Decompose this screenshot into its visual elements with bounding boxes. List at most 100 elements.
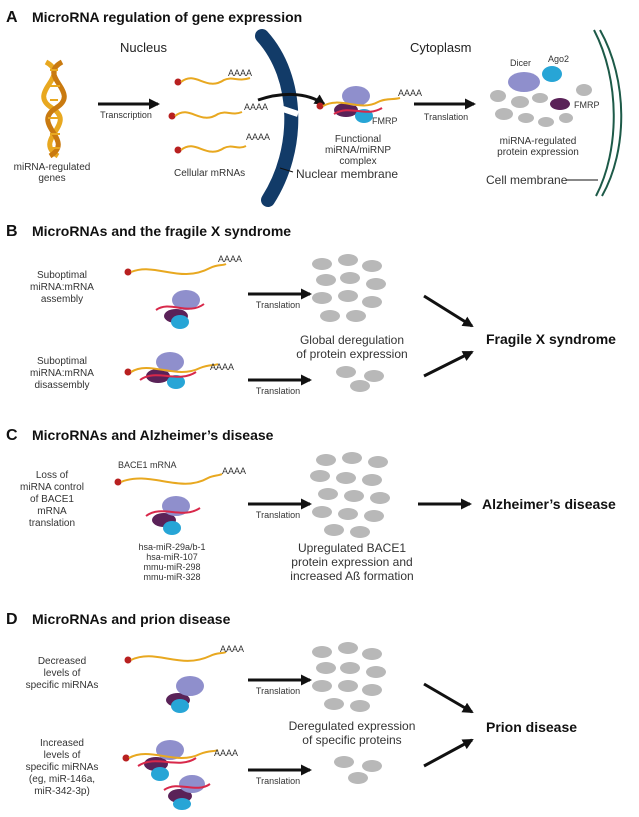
dicer-label: Dicer [510,58,531,68]
mrna-strand-icon [174,145,247,154]
c-middle-line1: Upregulated BACE1 [298,541,406,555]
polya-label-d2: AAAA [214,748,238,758]
fmrp-label-a1: FMRP [372,116,398,126]
b-row1-line3: assembly [41,294,83,305]
polya-label-c: AAAA [222,466,246,476]
ago2-label: Ago2 [548,54,569,64]
gene-label-line1: miRNA-regulated [14,162,91,173]
protein-blob-cluster-d1 [312,642,386,712]
polya-label-b1: AAAA [218,254,242,264]
c-left-line2: miRNA control [20,482,84,493]
panel-b-title: MicroRNAs and the fragile X syndrome [32,223,291,239]
c-middle-line3: increased Aß formation [290,569,413,583]
bace1-mrna-label: BACE1 mRNA [118,460,177,470]
complex-label-line1: Functional [335,134,381,145]
panel-a-title: MicroRNA regulation of gene expression [32,9,302,25]
translation-label-c: Translation [256,510,300,520]
d-row2-line5: miR-342-3p) [34,786,90,797]
mrna-strand-icon [168,111,243,120]
panel-c-title: MicroRNAs and Alzheimer’s disease [32,427,274,443]
mirna-4: mmu-miR-328 [143,572,200,582]
polya-label-b2: AAAA [210,362,234,372]
panel-a-letter: A [6,9,18,26]
mrna-strand-icon [124,263,227,276]
panel-d-letter: D [6,611,18,628]
ago2-protein [542,66,562,82]
d-row2-line4: (eg, miR-146a, [29,774,95,785]
mirnp-complex-icon [145,496,201,535]
c-left-line3: of BACE1 [30,494,74,505]
d-converge-arrow-top [423,682,474,714]
d-outcome: Prion disease [486,719,577,735]
mirna-3: mmu-miR-298 [143,562,200,572]
translation-label-b2: Translation [256,386,300,396]
d-row1-line1: Decreased [38,656,86,667]
b-middle-line1: Global deregulation [300,333,404,347]
b-converge-arrow-top [423,294,474,328]
protein-blob-cluster-b1 [312,254,386,322]
nuclear-membrane-label: Nuclear membrane [296,167,398,181]
d-middle-line2: of specific proteins [302,733,401,747]
dna-helix-icon [41,59,67,159]
b-row2-line3: disassembly [34,380,89,391]
panel-c-letter: C [6,427,18,444]
cytoplasm-label: Cytoplasm [410,40,471,55]
translation-label-d1: Translation [256,686,300,696]
cell-membrane-icon [593,29,623,197]
mirnp-complex-icon [166,676,204,713]
fmrp-protein [550,98,570,110]
mirna-1: hsa-miR-29a/b-1 [138,542,205,552]
transcription-label: Transcription [100,110,152,120]
polya-label-a2: AAAA [244,102,268,112]
nucleus-label: Nucleus [120,40,167,55]
translation-label-a: Translation [424,112,468,122]
nuclear-membrane-icon [255,29,299,207]
mirna-2: hsa-miR-107 [146,552,198,562]
panel-c: C MicroRNAs and Alzheimer’s disease Loss… [6,427,616,583]
mrna-strand-icon [114,473,223,486]
b-row2-line2: miRNA:mRNA [30,368,94,379]
mrna-strand-icon [124,651,227,664]
polya-label-a4: AAAA [398,88,422,98]
b-middle-line2: of protein expression [296,347,407,361]
panel-d-title: MicroRNAs and prion disease [32,611,231,627]
c-left-line4: mRNA [37,506,67,517]
c-left-line5: translation [29,518,75,529]
polya-label-a3: AAAA [246,132,270,142]
b-converge-arrow-bottom [423,350,474,378]
complex-label-line3: complex [339,156,376,167]
translation-label-d2: Translation [256,776,300,786]
b-row1-line2: miRNA:mRNA [30,282,94,293]
protein-blob-cluster-a [490,84,592,127]
mirnp-complex-icon [163,775,211,810]
d-middle-line1: Deregulated expression [289,719,416,733]
protein-blob-cluster-d2 [334,756,382,784]
panel-d: D MicroRNAs and prion disease Decreased … [6,611,577,810]
protein-blob-cluster-b2 [336,366,384,392]
export-arrow [257,92,326,106]
gene-label-line2: genes [38,173,65,184]
c-middle-line2: protein expression and [291,555,412,569]
dicer-protein [508,72,540,92]
cellular-mrnas-label: Cellular mRNAs [174,168,245,179]
panel-b: B MicroRNAs and the fragile X syndrome S… [6,223,616,396]
nuclear-membrane-leader [279,167,294,173]
mrna-strand-icon [174,77,251,86]
c-left-line1: Loss of [36,470,68,481]
d-row1-line3: specific miRNAs [26,680,99,691]
polya-label-d1: AAAA [220,644,244,654]
mirnp-complex-icon [316,86,401,123]
mirnp-complex-icon [155,290,205,329]
d-converge-arrow-bottom [423,738,474,768]
polya-label-a1: AAAA [228,68,252,78]
protein-label-line2: protein expression [497,147,579,158]
b-outcome: Fragile X syndrome [486,331,616,347]
d-row2-line2: levels of [44,750,81,761]
panel-b-letter: B [6,223,18,240]
fmrp-label-a2: FMRP [574,100,600,110]
d-row2-line1: Increased [40,738,84,749]
panel-a: A MicroRNA regulation of gene expression… [6,9,623,207]
c-outcome: Alzheimer’s disease [482,496,616,512]
cell-membrane-label: Cell membrane [486,173,568,187]
